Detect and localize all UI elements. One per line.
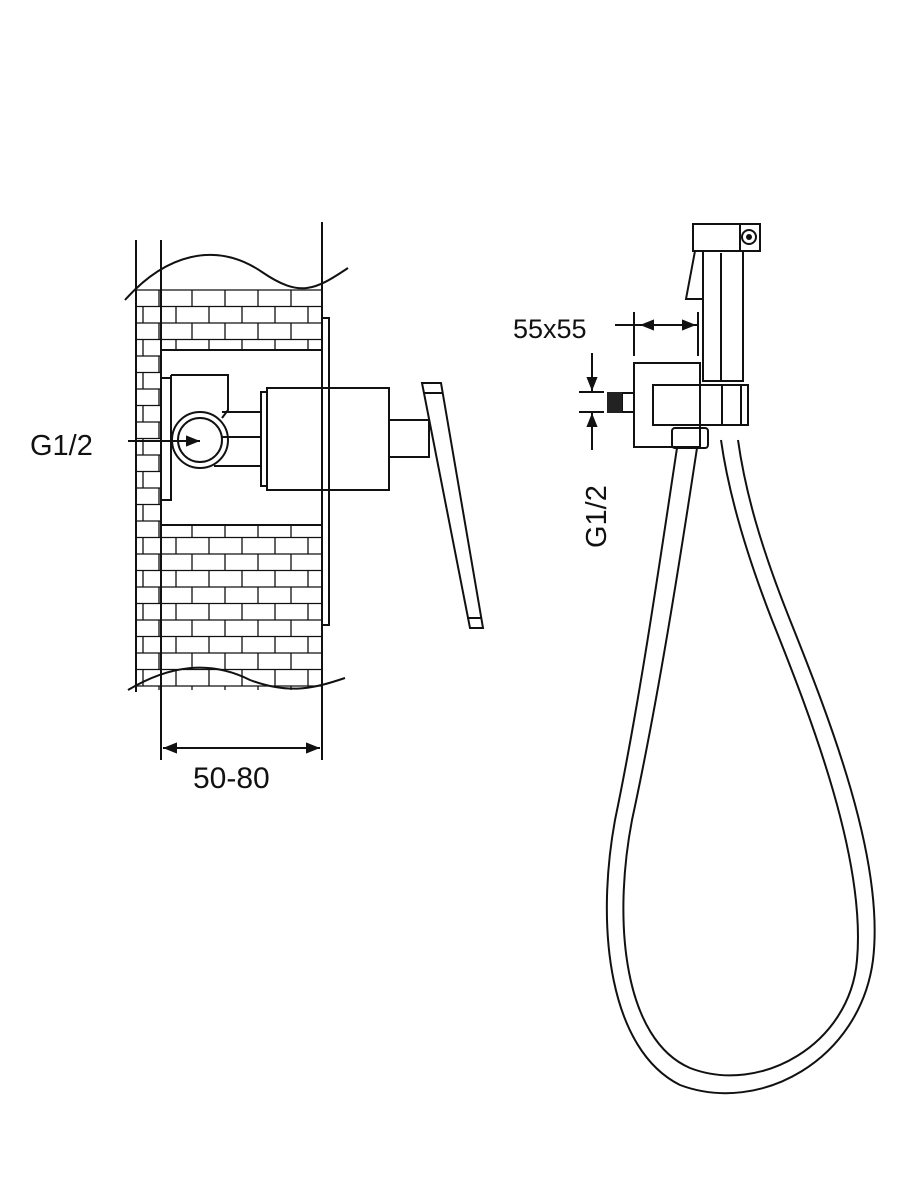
inlet-label-left: G1/2: [30, 430, 93, 462]
holder-size-label: 55x55: [513, 314, 587, 344]
holder-size-dimension: [615, 312, 699, 356]
nozzle-icon: [741, 229, 757, 245]
lever-handle: [420, 382, 485, 629]
hand-sprayer: [684, 223, 761, 382]
wall-holder: [607, 362, 749, 449]
inlet-label-right: G1/2: [581, 485, 613, 548]
hose: [605, 439, 876, 1095]
inlet-dimension-right: [579, 353, 604, 450]
threaded-inlet: [607, 392, 622, 413]
wall-depth-label: 50-80: [193, 762, 270, 795]
mixer-valve: [160, 317, 485, 629]
